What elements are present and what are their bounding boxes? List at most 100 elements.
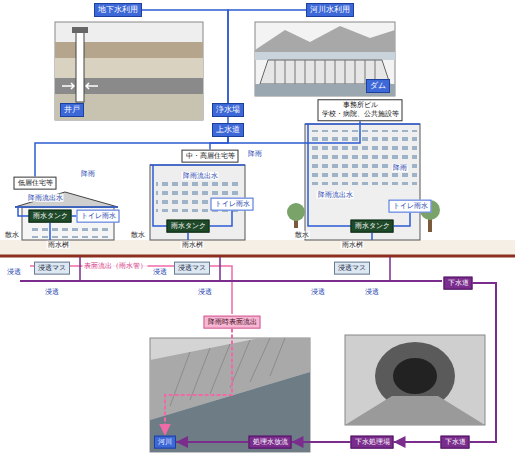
house-windows bbox=[28, 228, 108, 238]
sewer-line bbox=[20, 280, 442, 282]
rain-label: 降雨 bbox=[392, 164, 408, 172]
node-text: 学校・病院、公共施設等 bbox=[322, 110, 399, 119]
toilet-water-box: トイレ雨水 bbox=[77, 210, 120, 223]
catch-basin-label: 雨水桝 bbox=[341, 241, 364, 249]
infiltration-basin-box: 浸透マス bbox=[34, 262, 70, 275]
node-text: 下水道 bbox=[448, 279, 469, 288]
reservoir bbox=[255, 52, 395, 60]
node-text: 浸透マス bbox=[338, 264, 366, 273]
building-label: 中・高層住宅等 bbox=[182, 150, 239, 163]
node-text: 下水道 bbox=[445, 438, 466, 447]
flow-connector bbox=[470, 283, 497, 442]
flow-connector bbox=[394, 212, 411, 226]
sprinkling-label: 散水 bbox=[294, 231, 310, 239]
flow-connector bbox=[165, 328, 232, 435]
infiltration-label: 浸透 bbox=[364, 288, 380, 296]
river-water bbox=[150, 372, 310, 452]
photo-tag: ダム bbox=[366, 79, 390, 93]
rain-tank-box: 雨水タンク bbox=[351, 220, 394, 233]
infiltration-basin-box: 浸透マス bbox=[334, 262, 370, 275]
storm-drain-label: 表面流出（雨水管） bbox=[83, 262, 148, 270]
node-text: 低層住宅等 bbox=[18, 179, 53, 188]
facility-box: 上水道 bbox=[212, 123, 244, 137]
rain-tank-box: 雨水タンク bbox=[29, 210, 72, 223]
sewer-box: 下水処理場 bbox=[351, 436, 394, 449]
sewer-box: 下水道 bbox=[441, 436, 470, 449]
rain-label: 降雨 bbox=[247, 150, 263, 158]
office-windows bbox=[312, 130, 417, 185]
node-text: 処理水放流 bbox=[253, 438, 288, 447]
tunnel-inner bbox=[393, 358, 437, 394]
inflow-arrow bbox=[62, 83, 98, 89]
runoff-box: 降雨時表面流出 bbox=[204, 316, 261, 329]
sprinkling-label: 散水 bbox=[4, 231, 20, 239]
infiltration-label: 浸透 bbox=[310, 288, 326, 296]
node-text: 浸透マス bbox=[38, 264, 66, 273]
building-label: 低層住宅等 bbox=[14, 177, 57, 190]
node-text: 地下水利用 bbox=[98, 5, 138, 15]
sewer-branch bbox=[80, 257, 390, 281]
node-text: 降雨時表面流出 bbox=[208, 318, 257, 327]
node-text: トイレ雨水 bbox=[81, 212, 116, 221]
runoff-label: 降雨流出水 bbox=[317, 191, 354, 199]
dam-gate bbox=[275, 60, 375, 84]
building-label: 事務所ビル学校・病院、公共施設等 bbox=[318, 99, 403, 121]
node-text: 事務所ビル bbox=[322, 101, 399, 110]
well-photo bbox=[55, 22, 203, 120]
source-box: 河川水利用 bbox=[306, 3, 354, 17]
rain-tank-box: 雨水タンク bbox=[167, 220, 210, 233]
tree bbox=[287, 203, 305, 221]
node-text: ダム bbox=[370, 81, 386, 91]
node-text: 井戸 bbox=[64, 105, 80, 115]
sprinkling-label: 散水 bbox=[130, 231, 146, 239]
node-text: 浸透マス bbox=[178, 264, 206, 273]
flow-connector bbox=[210, 137, 228, 150]
flow-connector bbox=[394, 441, 441, 443]
house-roof bbox=[15, 192, 118, 207]
node-text: 浄水場 bbox=[216, 105, 240, 115]
node-text: 雨水タンク bbox=[33, 212, 68, 221]
ground-line bbox=[0, 255, 515, 258]
office-building bbox=[305, 124, 420, 240]
sewer-box: 処理水放流 bbox=[249, 436, 292, 449]
node-text: 下水処理場 bbox=[355, 438, 390, 447]
rain-pipe bbox=[15, 207, 118, 240]
river-box: 河川 bbox=[154, 436, 176, 449]
infiltration-label: 浸透 bbox=[152, 268, 168, 276]
well-head bbox=[72, 27, 88, 33]
node-text: 雨水タンク bbox=[355, 222, 390, 231]
infiltration-label: 浸透 bbox=[44, 288, 60, 296]
tunnel-floor bbox=[345, 396, 485, 425]
infiltration-label: 浸透 bbox=[197, 288, 213, 296]
tree-trunk bbox=[428, 218, 432, 232]
infiltration-label: 浸透 bbox=[6, 268, 22, 276]
ground bbox=[0, 240, 515, 255]
node-text: トイレ雨水 bbox=[215, 200, 250, 209]
sewer-box: 下水道 bbox=[444, 277, 473, 290]
node-text: 雨水タンク bbox=[171, 222, 206, 231]
flow-connector bbox=[176, 441, 249, 443]
node-text: トイレ雨水 bbox=[393, 202, 428, 211]
flow-connector bbox=[292, 441, 351, 443]
infiltration-basin-box: 浸透マス bbox=[174, 262, 210, 275]
node-text: 中・高層住宅等 bbox=[186, 152, 235, 161]
facility-box: 浄水場 bbox=[212, 103, 244, 117]
flow-connector bbox=[142, 10, 228, 103]
rain-label: 降雨 bbox=[80, 170, 96, 178]
sewer-photo bbox=[345, 335, 485, 425]
flow-connector bbox=[228, 10, 306, 103]
photo-tag: 井戸 bbox=[60, 103, 84, 117]
catch-basin-label: 雨水桝 bbox=[47, 241, 70, 249]
catch-basin-label: 雨水桝 bbox=[181, 241, 204, 249]
well-pipe bbox=[76, 30, 84, 102]
mountain bbox=[255, 26, 395, 60]
node-text: 河川 bbox=[158, 438, 172, 447]
toilet-water-box: トイレ雨水 bbox=[389, 200, 432, 213]
runoff-label: 降雨流出水 bbox=[27, 194, 64, 202]
flow-connector bbox=[228, 121, 360, 143]
node-text: 河川水利用 bbox=[310, 5, 350, 15]
rain-pipe bbox=[305, 124, 420, 240]
